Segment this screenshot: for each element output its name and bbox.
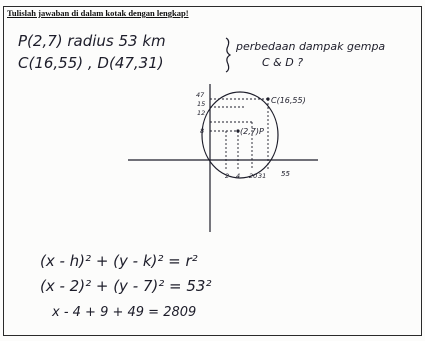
x-tick-label: 2 [225, 172, 229, 180]
sketch-axes [128, 84, 318, 232]
instruction-text: Tulislah jawaban di dalam kotak dengan l… [7, 8, 189, 18]
brace-mark [225, 37, 232, 73]
question-line-2: C & D ? [262, 56, 303, 69]
question-line-1: perbedaan dampak gempa [235, 40, 385, 53]
y-tick-label: 15 [197, 100, 205, 108]
radius-circle [201, 91, 279, 179]
answer-box [3, 6, 422, 336]
equation-line-1: (x - h)² + (y - k)² = r² [40, 252, 198, 270]
x-tick-label: 55 [281, 170, 290, 178]
x-tick-label: 20 [249, 172, 257, 180]
equation-line-2: (x - 2)² + (y - 7)² = 53² [40, 277, 211, 295]
x-tick-label: 31 [258, 172, 266, 180]
point-p [236, 129, 240, 133]
y-tick-label: 47 [196, 91, 205, 99]
point-c [266, 97, 270, 101]
given-line-2: C(16,55) , D(47,31) [18, 54, 164, 72]
x-tick-label: 4 [236, 172, 240, 180]
dashed-guides [210, 98, 269, 170]
y-tick-label: 8 [200, 127, 204, 135]
given-line-1: P(2,7) radius 53 km [18, 32, 166, 50]
point-c-label: C(16,55) [271, 96, 306, 105]
y-tick-label: 12 [197, 109, 205, 117]
point-p-label: (2,7)P [240, 127, 264, 136]
equation-line-3: x - 4 + 9 + 49 = 2809 [51, 305, 196, 320]
